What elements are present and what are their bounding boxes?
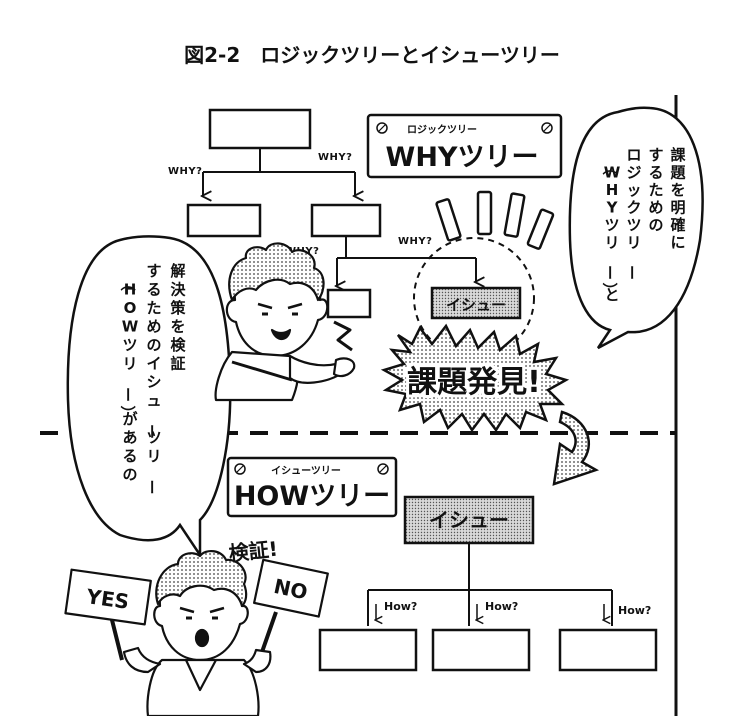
why-tree: WHY? WHY? WHY? WHY? イシュー: [168, 108, 555, 359]
emphasis-marks: [435, 190, 555, 250]
no-card: NO: [253, 558, 329, 618]
why-sign-subtitle: ロジックツリー: [407, 124, 477, 136]
why-label: WHY?: [318, 152, 352, 163]
issue-box-small: [430, 286, 522, 320]
why-connector-1: [202, 148, 356, 196]
why-root-box: [208, 108, 312, 150]
bubble-text-line: するための: [648, 146, 663, 234]
how-label: How?: [618, 604, 651, 617]
why-mid-box-right: [310, 203, 382, 238]
discovery-burst: 課題発見!: [380, 323, 570, 433]
issue-box-large: [403, 495, 535, 545]
why-label: WHY?: [168, 166, 202, 177]
bubble-text-line: するためのイシューツリー: [142, 262, 161, 495]
how-tree-sign: イシューツリー HOWツリー: [226, 456, 398, 518]
issue-highlight-circle: [413, 237, 535, 359]
character-pointing: [214, 242, 356, 402]
why-tree-sign: ロジックツリー WHYツリー: [366, 113, 563, 179]
yes-card: YES: [64, 568, 152, 626]
issue-large-label: イシュー: [429, 508, 509, 532]
figure-title: 図2-2 ロジックツリーとイシューツリー: [184, 43, 560, 67]
why-connector-2: [337, 236, 476, 259]
why-mid-box-left: [186, 203, 262, 238]
how-label: How?: [485, 600, 518, 613]
why-sign-title: WHYツリー: [386, 142, 539, 173]
discovery-label: 課題発見!: [407, 365, 541, 400]
how-sign-subtitle: イシューツリー: [271, 465, 341, 477]
how-leaf-box: [318, 628, 418, 672]
issue-small-label: イシュー: [446, 296, 506, 314]
how-leaf-box: [431, 628, 531, 672]
how-leaf-box: [558, 628, 658, 672]
bubble-text-line: 解決策を検証: [169, 262, 186, 373]
why-leaf-box: [326, 288, 372, 319]
bubble-text-line: ロジックツリー: [622, 146, 641, 280]
character-verifying: 検証! YES NO: [64, 537, 329, 716]
how-sign-title: HOWツリー: [234, 481, 390, 512]
why-label: WHY?: [398, 236, 432, 247]
bubble-text-line: 課題を明確に: [669, 146, 686, 252]
how-label: How?: [384, 600, 417, 613]
curved-arrow: [552, 410, 600, 486]
how-tree: イシュー How? How? How?: [318, 495, 658, 672]
